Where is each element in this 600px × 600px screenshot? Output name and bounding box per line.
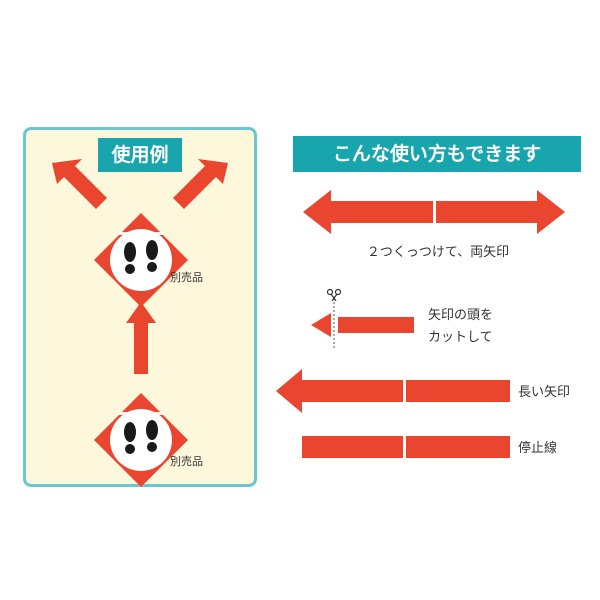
scissors-icon: [326, 288, 342, 302]
footprints-icon: [124, 420, 158, 454]
cut-arrow-caption: 矢印の頭を カットして: [428, 305, 493, 349]
double-arrow-caption: ２つくっつけて、両矢印: [366, 245, 510, 260]
long-arrow: [276, 369, 510, 413]
footprints-icon: [124, 240, 158, 274]
cut-arrow: [311, 298, 414, 350]
arrow-up-right: [173, 159, 228, 209]
sold-separately-label: 別売品: [170, 455, 203, 468]
stop-line-caption: 停止線: [518, 441, 558, 456]
usage-title: こんな使い方もできます: [293, 136, 581, 172]
footprint-sticker-bottom: [94, 393, 188, 487]
cut-caption-line1: 矢印の頭を: [428, 308, 494, 323]
arrow-up-left: [52, 159, 107, 209]
cut-caption-line2: カットして: [428, 330, 493, 345]
arrow-up-center: [126, 302, 156, 374]
long-arrow-caption: 長い矢印: [518, 385, 571, 400]
sold-separately-label: 別売品: [170, 271, 203, 284]
double-arrow: [303, 190, 565, 234]
example-title: 使用例: [98, 138, 182, 172]
stop-line: [302, 436, 510, 458]
footprint-sticker-top: [94, 213, 188, 307]
